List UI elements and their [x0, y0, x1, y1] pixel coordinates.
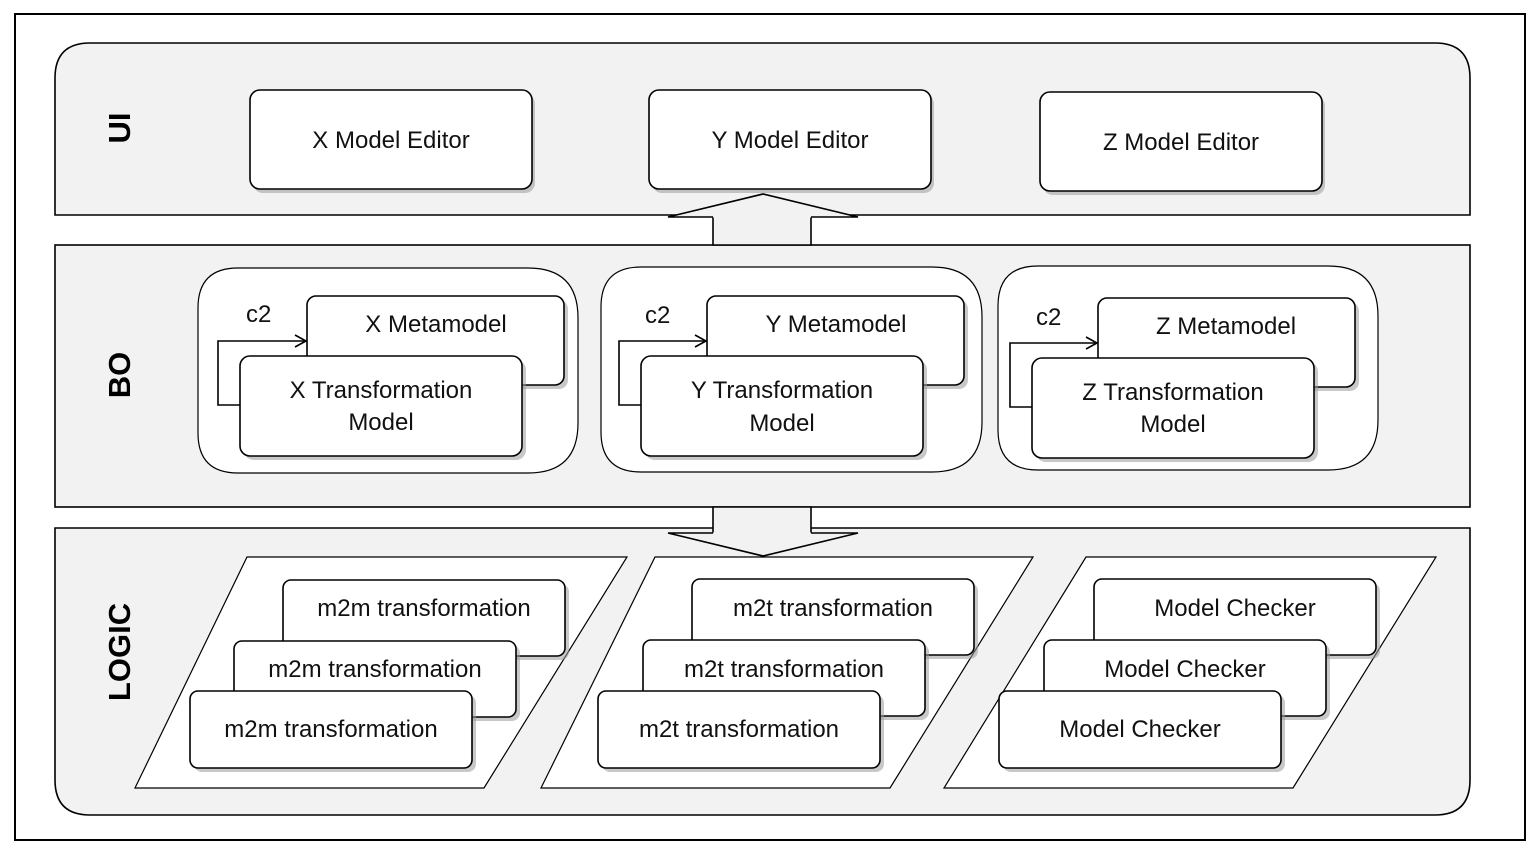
y-metamodel-label: Y Metamodel [766, 311, 907, 338]
x-model-editor: X Model Editor [249, 89, 535, 193]
x-transformation-label-line2: Model [348, 409, 413, 436]
logic-group-m2t: m2t transformation m2t transformation m2… [540, 556, 1035, 789]
m2m-transformation-box-front [189, 690, 473, 769]
y-c2-connector [618, 340, 705, 406]
m2t-transformation-label-front: m2t transformation [639, 716, 839, 743]
logic-layer-label: LOGIC [102, 603, 137, 701]
bo-layer-label: BO [102, 352, 137, 399]
model-checker-label-back: Model Checker [1154, 595, 1315, 622]
y-transformation-model-box [640, 355, 924, 457]
m2t-transformation-box-front [597, 690, 881, 769]
y-model-editor: Y Model Editor [648, 89, 934, 193]
bo-group-y: Y Metamodel Y Transformation Model c2 [600, 266, 983, 473]
logic-group-m2m: m2m transformation m2m transformation m2… [134, 556, 629, 789]
arrow-bo-to-logic [667, 506, 859, 557]
x-c2-connector [217, 340, 305, 406]
ui-layer-label: UI [102, 113, 137, 144]
arrow-bo-to-ui [667, 193, 859, 246]
x-model-editor-label: X Model Editor [312, 127, 469, 154]
model-checker-box-front [998, 690, 1282, 769]
logic-group-model-checker: Model Checker Model Checker Model Checke… [942, 556, 1438, 789]
y-c2-label: c2 [645, 302, 670, 329]
y-transformation-label-line1: Y Transformation [691, 377, 873, 404]
m2m-transformation-label-middle: m2m transformation [268, 656, 481, 683]
y-model-editor-label: Y Model Editor [712, 127, 869, 154]
x-transformation-model-box [239, 355, 523, 457]
y-transformation-label-line2: Model [749, 410, 814, 437]
m2m-transformation-label-front: m2m transformation [224, 716, 437, 743]
m2t-transformation-label-back: m2t transformation [733, 595, 933, 622]
z-transformation-label-line1: Z Transformation [1082, 379, 1263, 406]
model-checker-label-middle: Model Checker [1104, 656, 1265, 683]
x-metamodel-label: X Metamodel [365, 311, 506, 338]
bo-group-x: X Metamodel X Transformation Model c2 [197, 267, 579, 474]
z-c2-label: c2 [1036, 304, 1061, 331]
m2t-transformation-label-middle: m2t transformation [684, 656, 884, 683]
z-metamodel-label: Z Metamodel [1156, 313, 1296, 340]
z-model-editor: Z Model Editor [1039, 91, 1325, 195]
model-checker-label-front: Model Checker [1059, 716, 1220, 743]
x-transformation-label-line1: X Transformation [290, 377, 473, 404]
z-c2-connector [1009, 342, 1096, 408]
z-transformation-label-line2: Model [1140, 411, 1205, 438]
bo-group-z: Z Metamodel Z Transformation Model c2 [997, 265, 1379, 471]
x-c2-label: c2 [246, 301, 271, 328]
m2m-transformation-label-back: m2m transformation [317, 595, 530, 622]
z-transformation-model-box [1031, 357, 1315, 459]
z-model-editor-label: Z Model Editor [1103, 129, 1259, 156]
